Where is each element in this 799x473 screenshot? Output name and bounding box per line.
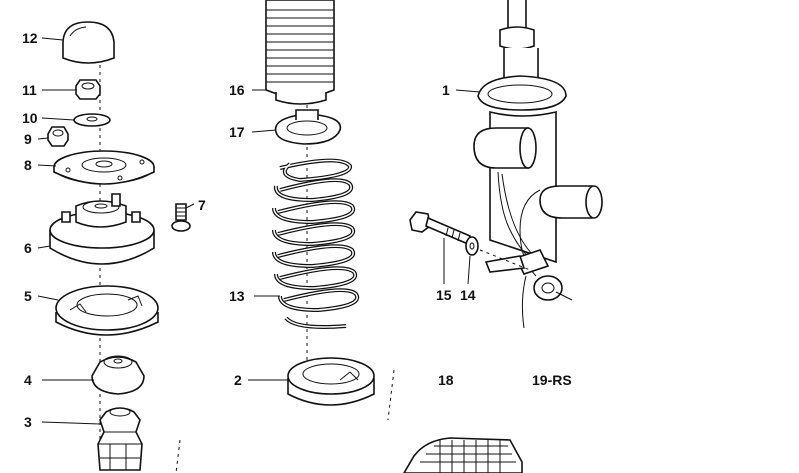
callout-12: 12 bbox=[22, 30, 38, 46]
part-1-shock-absorber[interactable] bbox=[473, 0, 603, 329]
part-2-lower-spring-pad[interactable] bbox=[287, 357, 375, 406]
spring-highlight bbox=[273, 159, 358, 328]
part-18-pad[interactable] bbox=[403, 437, 523, 473]
callout-4: 4 bbox=[24, 372, 32, 388]
part-12-cap[interactable] bbox=[62, 21, 115, 64]
callout-10: 10 bbox=[22, 110, 38, 126]
part-15-bolt[interactable] bbox=[409, 211, 471, 246]
callout-14: 14 bbox=[460, 287, 476, 303]
callout-7: 7 bbox=[198, 197, 206, 213]
part-6-strut-mount[interactable] bbox=[49, 193, 155, 265]
part-3-bump-stop[interactable] bbox=[97, 407, 143, 471]
part-11-nut[interactable] bbox=[75, 79, 101, 100]
cutoff-line bbox=[175, 439, 181, 473]
part-17-spring-seat[interactable] bbox=[274, 109, 342, 145]
callout-16: 16 bbox=[229, 82, 245, 98]
callout-5: 5 bbox=[24, 288, 32, 304]
cutoff-line-middle bbox=[387, 369, 395, 421]
callout-15: 15 bbox=[436, 287, 452, 303]
callout-6: 6 bbox=[24, 240, 32, 256]
part-7-bolt[interactable] bbox=[171, 203, 191, 232]
part-9-nut[interactable] bbox=[47, 126, 69, 147]
callout-11: 11 bbox=[22, 82, 37, 98]
part-14-washer[interactable] bbox=[465, 236, 479, 256]
callout-9: 9 bbox=[24, 131, 32, 147]
part-10-washer[interactable] bbox=[73, 113, 111, 127]
callout-13: 13 bbox=[229, 288, 245, 304]
callout-8: 8 bbox=[24, 157, 32, 173]
part-5-spring-pad[interactable] bbox=[55, 285, 159, 336]
callout-19-rs: 19-RS bbox=[532, 372, 572, 388]
callout-17: 17 bbox=[229, 124, 245, 140]
callout-2: 2 bbox=[234, 372, 242, 388]
callout-3: 3 bbox=[24, 414, 32, 430]
leader-lines bbox=[37, 37, 481, 425]
callout-1: 1 bbox=[442, 82, 450, 98]
bolt-axis bbox=[479, 249, 531, 271]
part-8-support-plate[interactable] bbox=[53, 150, 155, 185]
part-4-bump-stop-cup[interactable] bbox=[91, 355, 145, 395]
part-16-protection-tube[interactable] bbox=[265, 0, 335, 105]
callout-18: 18 bbox=[438, 372, 454, 388]
